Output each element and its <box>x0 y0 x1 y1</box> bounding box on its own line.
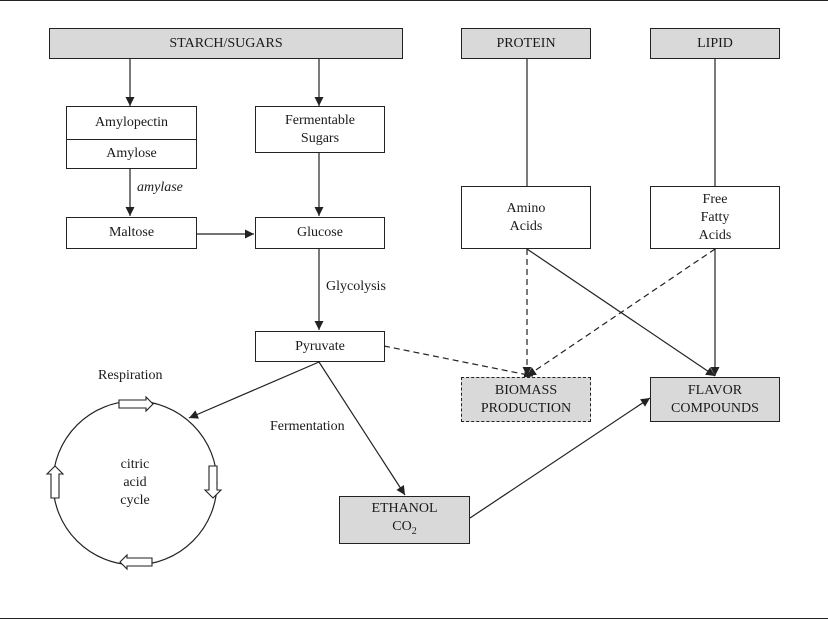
fermentable-label-line1: Fermentable <box>285 112 355 130</box>
amylose-node: Amylose <box>66 139 197 169</box>
co2-label: CO2 <box>371 518 437 541</box>
co2-main: CO <box>392 519 411 534</box>
ffa-label-line1: Free <box>699 191 732 209</box>
cycle-arrow-right-icon <box>205 466 221 498</box>
biomass-label-line2: PRODUCTION <box>481 400 571 418</box>
starch-sugars-node: STARCH/SUGARS <box>49 28 403 59</box>
respiration-label: Respiration <box>98 367 163 385</box>
glycolysis-label: Glycolysis <box>326 278 386 296</box>
cycle-arrow-bottom-icon <box>120 555 152 569</box>
fermentable-label-line2: Sugars <box>285 130 355 148</box>
starch-sugars-label: STARCH/SUGARS <box>169 35 282 53</box>
maltose-node: Maltose <box>66 217 197 249</box>
fermentation-label: Fermentation <box>270 418 345 436</box>
amylopectin-label: Amylopectin <box>95 114 168 132</box>
arrow-pyruvate-to-biomass <box>384 346 533 376</box>
protein-node: PROTEIN <box>461 28 591 59</box>
amylopectin-node: Amylopectin <box>66 106 197 140</box>
lipid-node: LIPID <box>650 28 780 59</box>
ffa-label-line3: Acids <box>699 227 732 245</box>
cycle-arrow-left-icon <box>47 466 63 498</box>
ffa-label-line2: Fatty <box>699 209 732 227</box>
pyruvate-label: Pyruvate <box>295 338 345 356</box>
cycle-arrow-top-icon <box>119 397 153 411</box>
arrow-pyruvate-to-cycle <box>189 362 319 418</box>
cycle-label-line2: acid <box>95 474 175 492</box>
protein-label: PROTEIN <box>496 35 555 53</box>
amino-label-line2: Acids <box>507 218 546 236</box>
lipid-label: LIPID <box>697 35 733 53</box>
ethanol-co2-node: ETHANOL CO2 <box>339 496 470 544</box>
amylase-label: amylase <box>137 179 183 197</box>
pyruvate-node: Pyruvate <box>255 331 385 362</box>
biomass-label-line1: BIOMASS <box>481 382 571 400</box>
glucose-node: Glucose <box>255 217 385 249</box>
cycle-label-line3: cycle <box>95 492 175 510</box>
glucose-label: Glucose <box>297 224 343 242</box>
citric-acid-cycle-label: citric acid cycle <box>95 456 175 510</box>
cycle-label-line1: citric <box>95 456 175 474</box>
ethanol-label: ETHANOL <box>371 500 437 518</box>
flavor-label-line1: FLAVOR <box>671 382 759 400</box>
flavor-label-line2: COMPOUNDS <box>671 400 759 418</box>
amino-label-line1: Amino <box>507 200 546 218</box>
maltose-label: Maltose <box>109 224 154 242</box>
co2-subscript: 2 <box>412 525 417 536</box>
amylose-label: Amylose <box>106 145 157 163</box>
